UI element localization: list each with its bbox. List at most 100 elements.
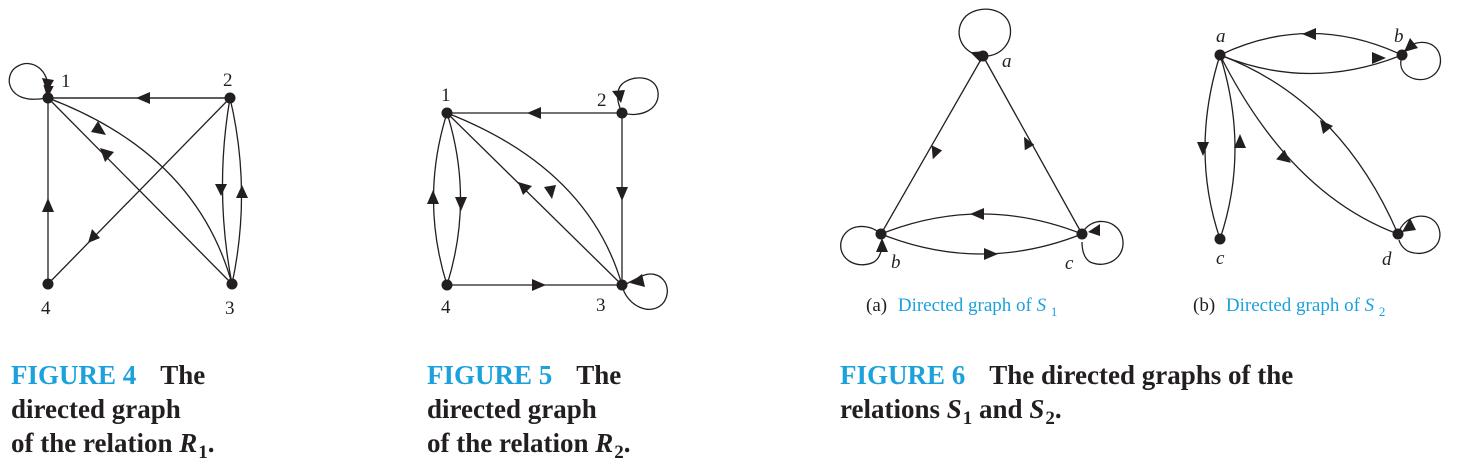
figure-6-caption-text1: The directed graphs of the (989, 360, 1294, 390)
node-2 (616, 107, 628, 119)
arrow-a-b (931, 145, 943, 160)
figure-5-caption-text3: of the relation (427, 428, 596, 458)
edge-a-a-loop (958, 8, 1012, 57)
edge-3-3-loop (621, 273, 668, 311)
subcaption-b-rel: S (1365, 295, 1375, 316)
figure-6-s1: S (946, 394, 962, 424)
node-b-label: b (1394, 26, 1404, 47)
arrow-c-a (1234, 134, 1246, 148)
subcaption-a: (a) Directed graph of S 1 (866, 295, 1057, 319)
edge-1-3 (446, 112, 623, 286)
arrow-b-c (984, 248, 998, 260)
figure-5-arrowheads (427, 90, 645, 291)
figure-6b-arrowheads (1197, 28, 1418, 232)
figure-4-caption-text1: The (160, 360, 206, 390)
arrow-4-1 (42, 198, 54, 212)
figure-4-caption-end: . (207, 428, 215, 458)
node-a-label: a (1216, 26, 1226, 47)
edge-b-c (880, 233, 1083, 255)
figure-4-relation: R (179, 428, 198, 458)
subcaption-a-text: Directed graph of (898, 295, 1037, 316)
edge-c-c-loop (1081, 220, 1124, 265)
node-c-label: c (1216, 248, 1225, 269)
figure-6-s2-sub: 2 (1045, 408, 1055, 429)
node-3-label: 3 (225, 298, 235, 319)
edge-a-b (880, 55, 984, 235)
node-2-label: 2 (597, 90, 607, 111)
arrow-2-4 (88, 229, 100, 243)
edge-a-c (1204, 54, 1221, 240)
arrow-d-loop (1402, 218, 1416, 232)
node-3-label: 3 (596, 295, 606, 316)
arrow-d-a (1320, 120, 1333, 134)
figure-6-caption-end: . (1054, 394, 1062, 424)
edge-a-d (1219, 54, 1399, 235)
arrow-c-a (1024, 136, 1035, 151)
figure-4-arrowheads (42, 78, 248, 243)
arrow-1-4 (455, 197, 467, 211)
edge-2-3 (221, 97, 233, 285)
arrow-3-2 (236, 185, 248, 198)
arrow-c-b (970, 208, 984, 220)
figure-5-relation: R (595, 428, 614, 458)
edge-1-3 (47, 97, 233, 285)
edge-b-b-loop (1400, 41, 1442, 81)
node-c-label: c (1065, 253, 1074, 274)
node-2-label: 2 (223, 70, 233, 91)
node-a (1214, 49, 1226, 61)
arrow-b-loop (1404, 38, 1418, 52)
node-1 (42, 92, 54, 104)
arrow-a-c (1197, 142, 1209, 156)
edge-c-a (1219, 54, 1236, 240)
arrow-2-3 (215, 184, 227, 196)
figure-4-labels: 1 2 3 4 (41, 70, 235, 319)
node-3 (616, 279, 628, 291)
edge-b-b-loop (840, 225, 883, 266)
figure-4-id: FIGURE 4 (11, 360, 137, 390)
arrow-a-d (1276, 149, 1291, 163)
edge-2-4 (47, 97, 231, 285)
figure-5-relation-sub: 2 (614, 442, 624, 463)
edge-1-1-loop (8, 62, 54, 100)
arrow-2-1 (136, 92, 150, 104)
figure-4-caption-text3: of the relation (11, 428, 180, 458)
node-b-label: b (891, 252, 901, 273)
node-a (977, 50, 989, 62)
figure-4-caption-line3: of the relation R1. (11, 426, 215, 470)
edge-3-1 (446, 112, 623, 286)
edge-3-1 (47, 97, 233, 285)
figure-5-labels: 1 2 3 4 (441, 85, 607, 318)
figure-6-s2: S (1029, 394, 1045, 424)
node-c (1076, 228, 1088, 240)
figure-5-id: FIGURE 5 (427, 360, 553, 390)
arrow-3-1 (100, 148, 114, 162)
arrow-4-1 (427, 190, 439, 204)
figure-4-caption-line2: directed graph (11, 394, 181, 424)
arrow-b-a (1302, 28, 1316, 40)
edge-a-b (1219, 54, 1403, 75)
arrow-1-loop (42, 78, 54, 92)
figure-4-nodes (42, 92, 238, 290)
node-d (1392, 228, 1404, 240)
node-4-label: 4 (441, 297, 451, 318)
node-1-label: 1 (441, 85, 451, 106)
node-d-label: d (1382, 249, 1392, 270)
arrow-3-loop (630, 274, 645, 287)
node-2 (224, 92, 236, 104)
arrow-a-b (1372, 52, 1386, 64)
arrow-3-1 (518, 182, 532, 195)
figure-6-caption-text2: relations (840, 394, 947, 424)
figure-5-caption-line3: of the relation R2. (427, 426, 631, 470)
node-c (1214, 233, 1226, 245)
subcaption-b-text: Directed graph of (1226, 295, 1365, 316)
subcaption-b-sub: 2 (1379, 304, 1386, 319)
node-b (1396, 49, 1408, 61)
arrow-2-3 (616, 187, 628, 201)
node-a-label: a (1002, 51, 1012, 72)
figure-6a-nodes (875, 50, 1088, 240)
node-1 (441, 107, 453, 119)
